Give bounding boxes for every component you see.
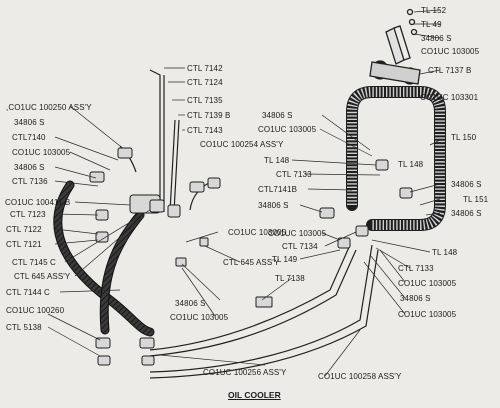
label-tl-7138: TL 7138	[275, 274, 305, 283]
label-ctl-645-center: CTL 645 ASS'Y	[223, 258, 280, 267]
label-34806s-far-right-2: 34806 S	[451, 209, 482, 218]
label-tl-49: TL 49	[421, 20, 442, 29]
label-ctl-7121: CTL 7121	[6, 240, 42, 249]
label-34806s-right-1: 34806 S	[262, 111, 293, 120]
label-ctl-7145c: CTL 7145 C	[12, 258, 56, 267]
label-co1uc-100260: CO1UC 100260	[6, 306, 65, 315]
label-co1uc-100254-assy: CO1UC 100254 ASS'Y	[200, 140, 284, 149]
label-co1uc-103005-right-1: CO1UC 103005	[258, 125, 317, 134]
label-tl-148-b: TL 148	[398, 160, 424, 169]
label-34806s-right-2: 34806 S	[258, 201, 289, 210]
diagram-title: OIL COOLER	[228, 390, 281, 400]
label-34806s-far-right-1: 34806 S	[451, 180, 482, 189]
label-co1uc-103005-bottom-right: CO1UC 103005	[398, 279, 457, 288]
label-co1uc-103301: CO1UC 103301	[420, 93, 479, 102]
label-ctl-645-assy: CTL 645 ASS'Y	[14, 272, 71, 281]
label-ctl-7134: CTL 7134	[282, 242, 318, 251]
label-co1uc-103005-top: CO1UC 103005	[421, 47, 480, 56]
label-tl-148-c: TL 148	[432, 248, 458, 257]
label-34806s-mid: 34806 S	[175, 299, 206, 308]
label-co1uc-100256-assy: CO1UC 100256 ASS'Y	[203, 368, 287, 377]
label-co1uc-103005-center: CO1UC 103005	[228, 228, 287, 237]
label-ctl-7123: CTL 7123	[10, 210, 46, 219]
fittings	[89, 147, 413, 366]
label-co1uc-100411b: CO1UC 100411 B	[5, 198, 71, 207]
label-co1uc-103005-mid: CO1UC 103005	[268, 229, 327, 238]
label-ctl-7137b: CTL 7137 B	[428, 66, 472, 75]
oil-cooler-coil	[346, 86, 446, 231]
label-34806s-left-1: 34806 S	[14, 118, 45, 127]
label-ctl-7142: CTL 7142	[187, 64, 223, 73]
label-ctl-7122: CTL 7122	[6, 225, 42, 234]
label-ctl-7136: CTL 7136	[12, 177, 48, 186]
label-co1uc-100250-assy: ,CO1UC 100250 ASS'Y	[6, 103, 92, 112]
label-co1uc-103005-left: CO1UC 103005	[12, 148, 71, 157]
label-ctl-7141b: CTL7141B	[258, 185, 298, 194]
label-tl-150: TL 150	[451, 133, 477, 142]
label-co1uc-103005-bottom-right-2: CO1UC 103005	[398, 310, 457, 319]
label-ctl-7144c: CTL 7144 C	[6, 288, 50, 297]
label-ctl-7140: CTL7140	[12, 133, 46, 142]
rigid-pipes	[119, 69, 379, 379]
label-34806s-bottom-right: 34806 S	[400, 294, 431, 303]
mounting-bracket	[369, 8, 421, 85]
label-tl-149: TL 149	[272, 255, 298, 264]
label-tl-148-a: TL 148	[264, 156, 290, 165]
label-34806s-left-2: 34806 S	[14, 163, 45, 172]
label-ctl-7139b: CTL 7139 B	[187, 111, 231, 120]
leader-lines	[47, 9, 441, 377]
label-ctl-7135: CTL 7135	[187, 96, 223, 105]
label-ctl-5138: CTL 5138	[6, 323, 42, 332]
label-tl-152: TL 152	[421, 6, 447, 15]
label-ctl-7133-a: CTL 7133	[276, 170, 312, 179]
label-co1uc-100258-assy: CO1UC 100258 ASS'Y	[318, 372, 402, 381]
label-ctl-7124: CTL 7124	[187, 78, 223, 87]
label-tl-151: TL 151	[463, 195, 489, 204]
label-co1uc-103005-mid-2: CO1UC 103005	[170, 313, 229, 322]
braided-hose-left	[53, 180, 155, 337]
label-34806s-top: 34806 S	[421, 34, 452, 43]
label-ctl-7133-b: CTL 7133	[398, 264, 434, 273]
label-ctl-7143: CTL 7143	[187, 126, 223, 135]
